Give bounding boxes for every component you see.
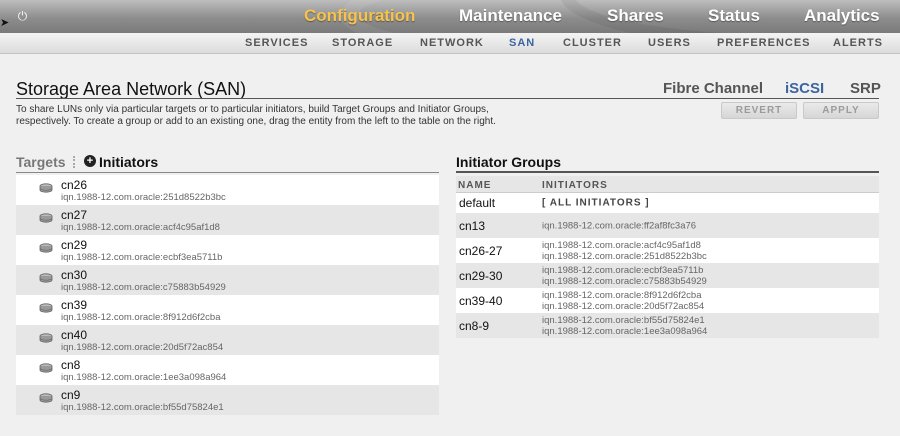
initiator-groups-title: Initiator Groups <box>456 154 561 170</box>
initiator-iqn: iqn.1988-12.com.oracle:1ee3a098a964 <box>61 372 227 383</box>
tab-separator <box>73 156 75 168</box>
disk-icon <box>39 213 53 223</box>
group-initiator-iqn: [ ALL INITIATORS ] <box>542 197 650 209</box>
initiator-iqn: iqn.1988-12.com.oracle:251d8522b3bc <box>61 192 226 203</box>
group-initiator-iqn: iqn.1988-12.com.oracle:1ee3a098a964 <box>542 325 708 337</box>
top-navigation-bar <box>0 0 900 33</box>
initiator-iqn: iqn.1988-12.com.oracle:ecbf3ea5711b <box>61 252 223 263</box>
mouse-cursor-icon: ➤ <box>0 17 10 29</box>
page-description: To share LUNs only via particular target… <box>16 104 496 127</box>
group-initiator-iqn: iqn.1988-12.com.oracle:ecbf3ea5711b <box>542 264 704 276</box>
group-initiator-iqn: iqn.1988-12.com.oracle:ff2af8fc3a76 <box>542 220 697 231</box>
targets-tab[interactable]: Targets <box>16 154 66 170</box>
tab-srp[interactable]: SRP <box>850 80 881 97</box>
tab-iscsi[interactable]: iSCSI <box>785 80 825 97</box>
page-title: Storage Area Network (SAN) <box>16 79 247 99</box>
group-name: cn26-27 <box>459 243 503 258</box>
group-name: default <box>459 196 496 210</box>
table-row[interactable]: cn13 iqn.1988-12.com.oracle:ff2af8fc3a76 <box>456 213 879 238</box>
initiator-name: cn29 <box>61 238 88 252</box>
initiator-name: cn40 <box>61 328 88 342</box>
disk-icon <box>39 243 53 253</box>
subnav-storage[interactable]: STORAGE <box>332 37 394 49</box>
disk-icon <box>39 273 53 283</box>
left-panel-divider <box>16 172 439 173</box>
initiator-iqn: iqn.1988-12.com.oracle:8f912d6f2cba <box>61 312 221 323</box>
initiator-iqn: iqn.1988-12.com.oracle:c75883b54929 <box>61 282 226 293</box>
group-name: cn29-30 <box>459 268 503 283</box>
revert-button[interactable]: REVERT <box>721 102 797 119</box>
plus-circle-icon[interactable]: + <box>84 155 96 167</box>
disk-icon <box>39 333 53 343</box>
column-name-header: NAME <box>458 180 492 191</box>
group-initiator-iqn: iqn.1988-12.com.oracle:20d5f72ac854 <box>542 300 705 312</box>
disk-icon <box>39 183 53 193</box>
topnav-maintenance[interactable]: Maintenance <box>459 6 562 25</box>
disk-icon <box>39 363 53 373</box>
initiators-tab[interactable]: Initiators <box>99 154 159 170</box>
topnav-status[interactable]: Status <box>708 6 760 25</box>
table-row[interactable]: cn26-27 iqn.1988-12.com.oracle:acf4c95af1… <box>456 238 879 263</box>
initiator-iqn: iqn.1988-12.com.oracle:20d5f72ac854 <box>61 342 224 353</box>
subnav-users[interactable]: USERS <box>648 37 691 49</box>
disk-icon <box>39 393 53 403</box>
subnav-alerts[interactable]: ALERTS <box>833 37 883 49</box>
initiator-name: cn39 <box>61 298 88 312</box>
right-panel-divider <box>456 171 879 173</box>
table-header: NAME INITIATORS <box>456 176 879 193</box>
initiator-name: cn8 <box>61 358 81 372</box>
initiator-name: cn27 <box>61 208 88 222</box>
initiator-name: cn9 <box>61 388 81 402</box>
initiator-name: cn26 <box>61 178 88 192</box>
tab-fibre-channel[interactable]: Fibre Channel <box>663 80 764 97</box>
disk-icon <box>39 303 53 313</box>
subnav-network[interactable]: NETWORK <box>420 37 484 49</box>
initiator-iqn: iqn.1988-12.com.oracle:acf4c95af1d8 <box>61 222 220 233</box>
subnav-cluster[interactable]: CLUSTER <box>563 37 622 49</box>
title-divider <box>16 98 879 99</box>
initiator-groups-table: NAME INITIATORS default [ ALL INITIATORS … <box>456 176 879 338</box>
group-initiators: [ ALL INITIATORS ] <box>542 198 650 209</box>
group-initiator-iqn: iqn.1988-12.com.oracle:c75883b54929 <box>542 275 707 287</box>
subnav-san[interactable]: SAN <box>509 37 536 49</box>
group-name: cn8-9 <box>459 318 490 333</box>
topnav-configuration[interactable]: Configuration <box>304 6 416 25</box>
group-initiators: iqn.1988-12.com.oracle:ff2af8fc3a76 <box>542 220 696 231</box>
topnav-analytics[interactable]: Analytics <box>804 6 880 25</box>
group-initiator-iqn: iqn.1988-12.com.oracle:bf55d75824e1 <box>542 314 705 326</box>
group-name: cn13 <box>459 218 486 233</box>
table-row[interactable]: cn29-30 iqn.1988-12.com.oracle:ecbf3ea571… <box>456 263 879 288</box>
table-row[interactable]: default [ ALL INITIATORS ] <box>456 193 879 213</box>
apply-button[interactable]: APPLY <box>803 102 879 119</box>
power-icon[interactable]: ⏻ <box>17 9 28 23</box>
table-row[interactable]: cn8-9 iqn.1988-12.com.oracle:bf55d75824e1… <box>456 313 879 338</box>
group-name: cn39-40 <box>459 293 503 308</box>
sub-navigation-bar <box>0 33 900 54</box>
table-row[interactable]: cn39-40 iqn.1988-12.com.oracle:8f912d6f2c… <box>456 288 879 313</box>
group-initiator-iqn: iqn.1988-12.com.oracle:acf4c95af1d8 <box>542 239 701 251</box>
topnav-shares[interactable]: Shares <box>607 6 664 25</box>
group-initiator-iqn: iqn.1988-12.com.oracle:8f912d6f2cba <box>542 289 702 301</box>
initiator-name: cn30 <box>61 268 88 282</box>
column-initiators-header: INITIATORS <box>542 180 608 191</box>
group-initiator-iqn: iqn.1988-12.com.oracle:251d8522b3bc <box>542 250 707 262</box>
subnav-preferences[interactable]: PREFERENCES <box>717 37 811 49</box>
subnav-services[interactable]: SERVICES <box>245 37 309 49</box>
initiator-iqn: iqn.1988-12.com.oracle:bf55d75824e1 <box>61 402 224 413</box>
header-decoration <box>340 0 900 33</box>
